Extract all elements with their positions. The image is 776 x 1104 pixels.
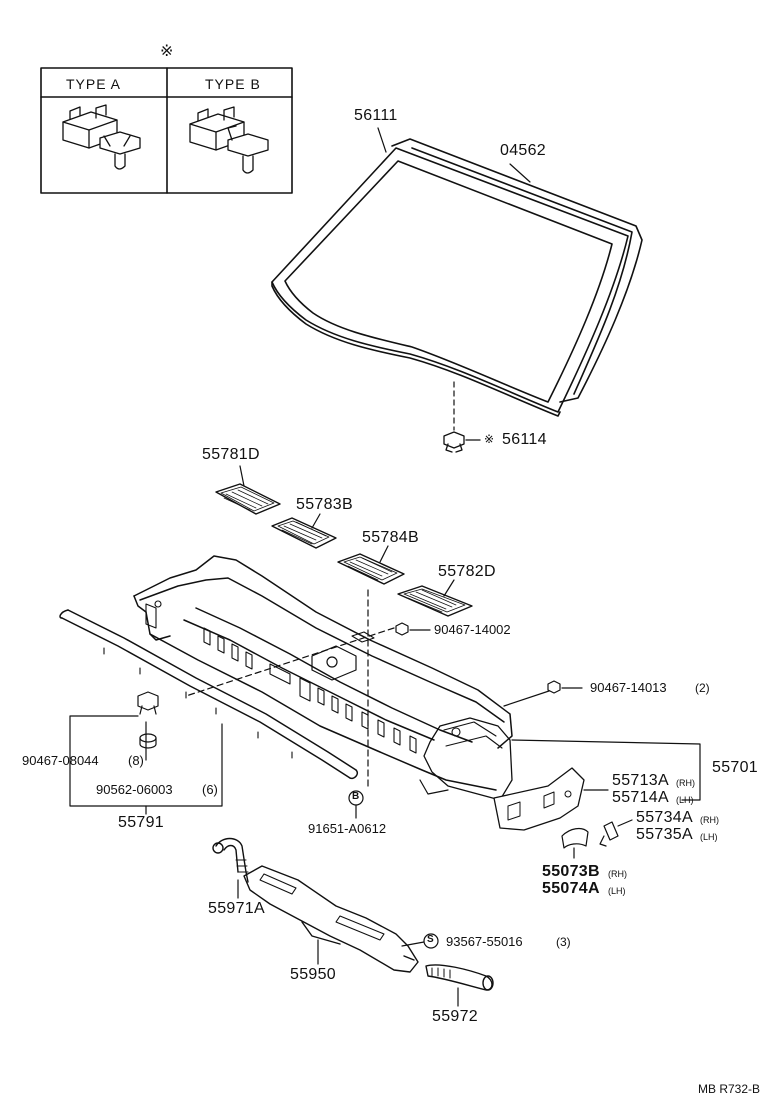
bracket-55073B-drawing: [561, 827, 589, 859]
label-55735A-side: (LH): [700, 832, 718, 842]
leader-04562: [509, 163, 531, 183]
clip-56114-drawing: [443, 431, 481, 453]
clip-marker-symbol: ※: [160, 43, 174, 60]
bolt-90467-14002-drawing: [395, 622, 431, 636]
label-55734A: 55734A: [636, 809, 693, 826]
group-bracket-55701: [511, 739, 701, 801]
nut-90562-06003-drawing: [139, 733, 157, 749]
label-55972: 55972: [432, 1008, 478, 1025]
louver-55781D: [215, 483, 281, 515]
label-55701: 55701: [712, 759, 758, 776]
label-55781D: 55781D: [202, 446, 260, 463]
label-90467-14013: 90467-14013: [590, 680, 667, 695]
type-a-header: TYPE A: [66, 76, 122, 92]
label-55713A-side: (RH): [676, 778, 695, 788]
cowl-seal-strip: [59, 609, 359, 780]
group-bracket-left: [69, 715, 223, 815]
label-90467-08044-qty: (8): [128, 753, 144, 768]
label-55074A-side: (LH): [608, 886, 626, 896]
label-56114-marker: ※: [484, 432, 495, 446]
leader-56111: [377, 127, 387, 153]
louver-55782D: [397, 585, 473, 617]
label-93567-marker: S: [427, 934, 434, 945]
windshield-glass: [271, 147, 629, 417]
bracket-55734A-drawing: [599, 819, 633, 847]
screw-93567-marker-circle: [423, 933, 439, 949]
leader-90467-14002-dashed: [185, 627, 395, 697]
label-90467-14013-qty: (2): [695, 681, 710, 695]
hose-55971A: [212, 837, 249, 883]
label-55971A: 55971A: [208, 900, 265, 917]
cowl-top-panel: [133, 555, 513, 801]
label-55783B: 55783B: [296, 496, 353, 513]
label-55791: 55791: [118, 814, 164, 831]
bolt-90467-14013-drawing: [547, 680, 583, 694]
louver-55783B: [271, 517, 337, 549]
label-55073B-side: (RH): [608, 869, 627, 879]
leader-55783B: [311, 513, 321, 529]
label-90467-14002: 90467-14002: [434, 622, 511, 637]
label-91651-A0612: 91651-A0612: [308, 821, 387, 836]
windshield-moulding: [391, 138, 643, 403]
label-55714A-side: (LH): [676, 795, 694, 805]
clip-type-legend-box: [40, 67, 293, 194]
label-55735A: 55735A: [636, 826, 693, 843]
bracket-55713A-drawing: [493, 767, 585, 831]
label-93567-55016-qty: (3): [556, 935, 571, 949]
label-91651-marker: B: [352, 791, 360, 802]
leader-55781D: [239, 465, 245, 487]
type-b-header: TYPE B: [205, 76, 261, 92]
hose-55972: [425, 964, 494, 991]
label-55714A: 55714A: [612, 789, 669, 806]
label-55713A: 55713A: [612, 772, 669, 789]
label-56114: 56114: [502, 431, 547, 448]
label-90467-08044: 90467-08044: [22, 753, 99, 768]
label-56111: 56111: [354, 107, 398, 124]
clip-type-a-drawing: [62, 104, 141, 170]
label-55734A-side: (RH): [700, 815, 719, 825]
label-55950: 55950: [290, 966, 336, 983]
label-90562-06003: 90562-06003: [96, 782, 173, 797]
leader-55784B: [379, 545, 389, 563]
label-55074A: 55074A: [542, 880, 600, 897]
label-55784B: 55784B: [362, 529, 419, 546]
label-55782D: 55782D: [438, 563, 496, 580]
cowl-extension-55950: [243, 865, 419, 973]
label-93567-55016: 93567-55016: [446, 934, 523, 949]
clip-90467-08044-drawing: [137, 691, 159, 715]
label-04562: 04562: [500, 142, 546, 159]
leader-93567: [401, 941, 425, 947]
leader-55782D: [443, 579, 455, 597]
clip-type-b-drawing: [189, 106, 269, 174]
diagram-reference-code: MB R732-B: [698, 1082, 761, 1096]
louver-55784B: [337, 553, 405, 585]
label-55073B: 55073B: [542, 863, 600, 880]
label-90562-06003-qty: (6): [202, 782, 218, 797]
